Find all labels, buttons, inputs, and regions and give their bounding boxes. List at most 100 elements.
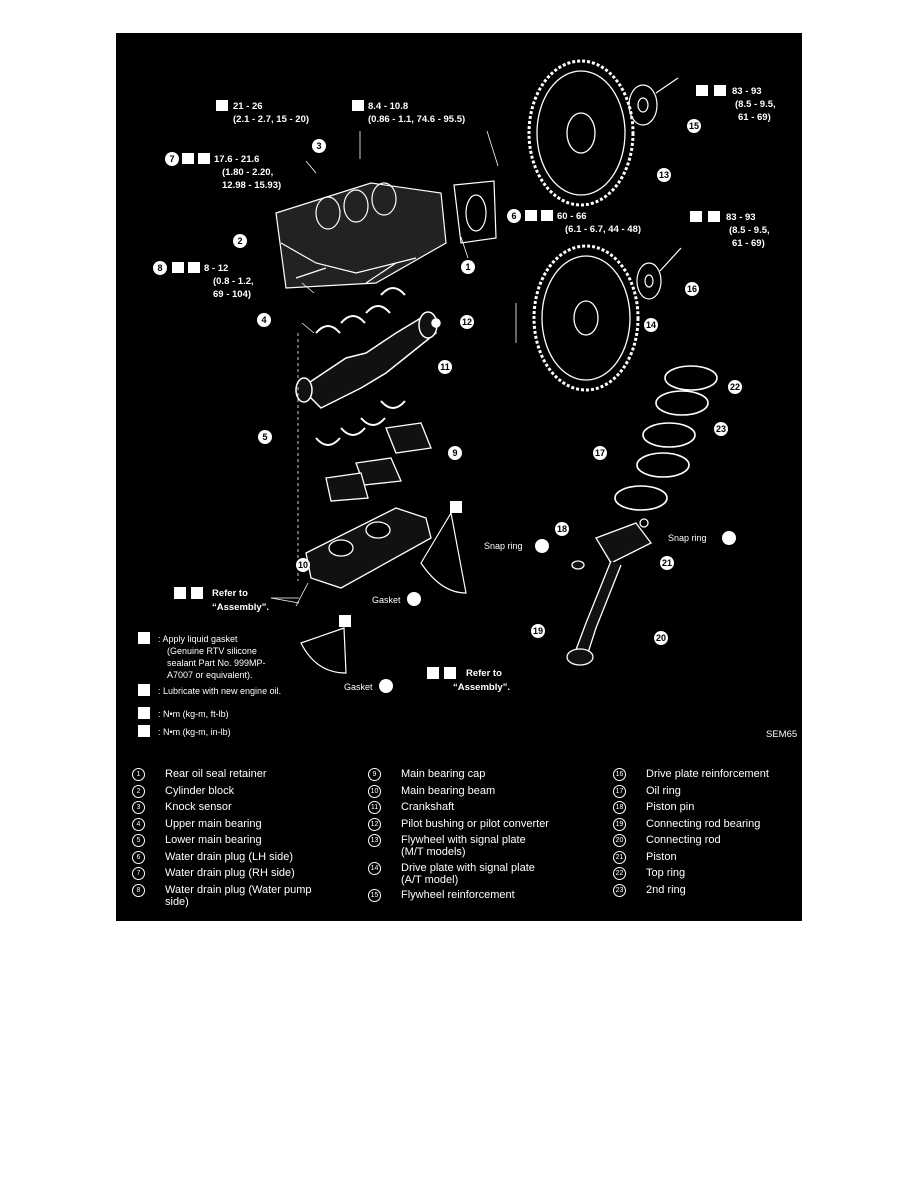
legend-label: Rear oil seal retainer (165, 768, 267, 780)
legend-label: Main bearing cap (401, 768, 486, 780)
torque-spec-6: 83 - 93 (8.5 - 9.5, 61 - 69) (696, 85, 776, 123)
legend-label: Water drain plug (RH side) (165, 867, 295, 879)
legend-label: Flywheel with signal plate (M/T models) (401, 834, 526, 858)
svg-text:2: 2 (237, 236, 242, 246)
gasket-lower (300, 627, 347, 674)
spec-line: 12.98 - 15.93) (222, 180, 281, 191)
torque-spec-1: 21 - 26 (2.1 - 2.7, 15 - 20) (216, 100, 309, 125)
spec-line: 83 - 93 (726, 212, 756, 223)
svg-text:15: 15 (689, 121, 699, 131)
cylinder-block (275, 182, 447, 289)
torque-wrench-inlb-icon (138, 725, 150, 737)
legend-number: 20 (613, 834, 626, 847)
legend-label: Drive plate reinforcement (646, 768, 769, 780)
rear-oil-seal-retainer (453, 180, 497, 244)
legend-number: 12 (368, 817, 381, 831)
spec-line: (6.1 - 6.7, 44 - 48) (565, 224, 641, 235)
legend-number: 17 (613, 784, 626, 798)
drive-plate-reinforcement (636, 247, 682, 300)
legend-label: Piston pin (646, 801, 695, 813)
cylinder-block-diagram: 21 - 26 (2.1 - 2.7, 15 - 20) 8.4 - 10.8 … (138, 59, 797, 740)
torque-wrench-icon (188, 262, 200, 273)
snap-ring-right: Snap ring (668, 531, 736, 545)
spec-line: (1.80 - 2.20, (222, 167, 273, 178)
legend-label: Main bearing beam (401, 784, 496, 797)
gasket-label-1: Gasket (372, 501, 462, 606)
spec-line: 21 - 26 (233, 101, 263, 112)
main-bearing-caps (325, 422, 432, 502)
spec-line: 61 - 69) (732, 238, 765, 249)
legend-label: Flywheel reinforcement (401, 889, 515, 901)
snap-ring-left: Snap ring (484, 539, 549, 553)
svg-text:11: 11 (440, 362, 450, 372)
svg-text:23: 23 (716, 424, 726, 434)
svg-text:17: 17 (595, 448, 605, 458)
legend-number: 11 (368, 801, 381, 814)
gasket-icon (182, 153, 194, 164)
exploded-view-figure: 21 - 26 (2.1 - 2.7, 15 - 20) 8.4 - 10.8 … (116, 33, 802, 921)
svg-text:16: 16 (687, 284, 697, 294)
gasket-icon (450, 501, 462, 513)
lower-main-bearings (315, 400, 406, 446)
gasket-icon (172, 262, 184, 273)
legend-label: Pilot bushing or pilot converter (401, 817, 549, 830)
gasket-label-2: Gasket (339, 615, 393, 693)
legend-label: Connecting rod (646, 834, 721, 846)
svg-text:5: 5 (262, 432, 267, 442)
spec-line: (8.5 - 9.5, (729, 225, 770, 236)
torque-wrench-icon (444, 667, 456, 679)
oil-can-icon (138, 684, 150, 696)
flywheel-reinforcement (628, 77, 679, 126)
legend-number: 8 (132, 883, 145, 897)
refer-text: Refer to (212, 588, 248, 599)
torque-spec-5: 8 8 - 12 (0.8 - 1.2, 69 - 104) (154, 262, 254, 300)
legend-label: Water drain plug (LH side) (165, 850, 293, 863)
leader-lines (270, 130, 517, 607)
key-gasket: : Apply liquid gasket (158, 634, 238, 644)
legend-label: Drive plate with signal plate (A/T model… (401, 861, 535, 886)
oil-can-icon (696, 85, 708, 96)
key-nm-ftlb: : N•m (kg-m, ft-lb) (158, 709, 229, 719)
svg-text:4: 4 (261, 315, 266, 325)
piston-assembly (566, 518, 652, 666)
legend-label: Knock sensor (165, 801, 232, 813)
do-not-reuse-icon (535, 539, 549, 553)
torque-wrench-icon (216, 100, 228, 111)
legend-number: 2 (132, 784, 145, 798)
svg-text:Gasket: Gasket (372, 595, 401, 605)
svg-text:10: 10 (298, 560, 308, 570)
svg-text:7: 7 (169, 154, 174, 164)
legend-label: Upper main bearing (165, 817, 262, 830)
spec-line: (0.86 - 1.1, 74.6 - 95.5) (368, 114, 465, 125)
svg-text:20: 20 (656, 633, 666, 643)
legend-label: Lower main bearing (165, 834, 262, 846)
refer-text: Refer to (466, 668, 502, 679)
legend-number: 1 (132, 768, 145, 781)
spec-line: 83 - 93 (732, 86, 762, 97)
svg-text:13: 13 (659, 170, 669, 180)
legend-number: 6 (132, 850, 145, 864)
legend-label: Top ring (646, 867, 686, 879)
spec-line: 69 - 104) (213, 289, 251, 300)
refer-note-right: Refer to “Assembly”. (427, 667, 510, 693)
legend-label: 2nd ring (646, 883, 686, 896)
svg-text:8: 8 (157, 263, 162, 273)
legend-number: 13 (368, 834, 381, 847)
svg-text:21: 21 (662, 558, 672, 568)
torque-wrench-icon (138, 707, 150, 719)
legend-item: 20 Connecting rod (613, 834, 769, 847)
